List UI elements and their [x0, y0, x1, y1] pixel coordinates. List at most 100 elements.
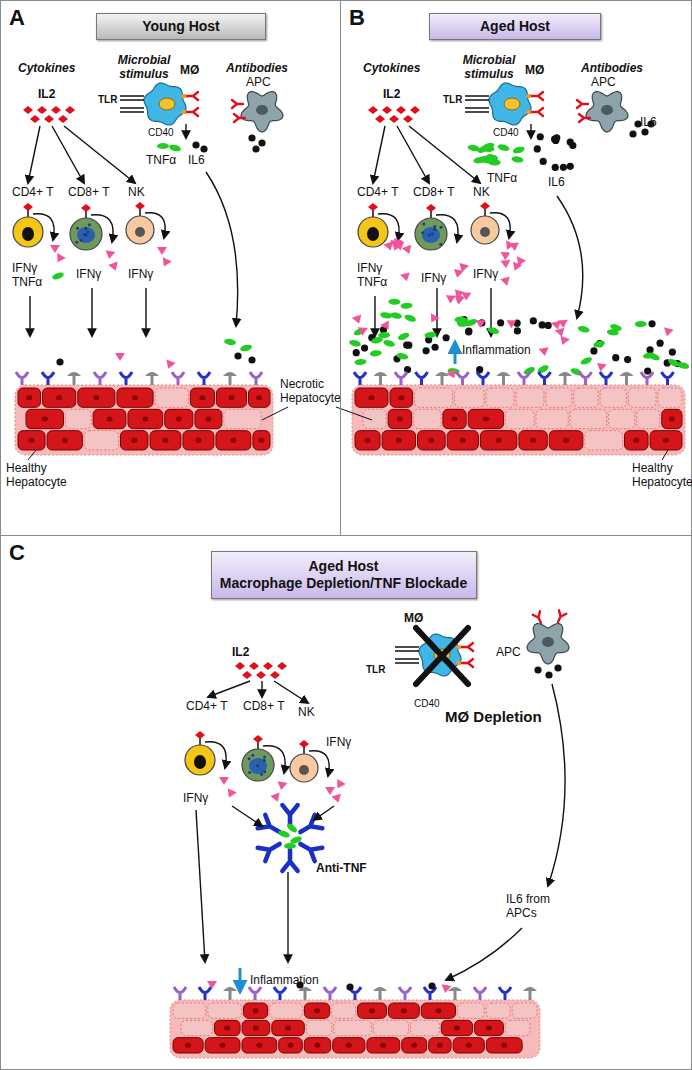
il2-molecule — [23, 106, 33, 114]
granule — [84, 227, 87, 230]
hepatocyte — [662, 409, 682, 428]
il6-molecule — [497, 319, 504, 326]
antibody-arm — [579, 114, 590, 122]
il2-receptor — [139, 209, 141, 216]
ifn-molecule — [157, 247, 167, 255]
hepatocyte — [388, 1003, 419, 1018]
il6-molecule — [537, 133, 544, 140]
tnf-molecule — [396, 352, 409, 360]
arrow — [208, 681, 250, 697]
granule — [440, 226, 443, 229]
cytokine-receptor — [600, 372, 612, 385]
label: MØ Depletion — [445, 708, 542, 725]
hepatocyte — [253, 431, 270, 450]
il2-receptor — [199, 738, 201, 745]
nucleus — [299, 765, 309, 775]
cytokine-receptor — [274, 987, 286, 1000]
macrophage — [489, 83, 531, 125]
il6-molecule — [403, 341, 410, 348]
il6-molecule — [612, 354, 619, 361]
tnf-molecule — [482, 142, 495, 151]
il2-molecule — [277, 662, 287, 670]
il2-molecule — [81, 204, 91, 212]
hepatic-tissue — [170, 1000, 540, 1058]
tnf-molecule — [487, 326, 500, 335]
ifn-molecule — [445, 295, 455, 304]
label: CD40 — [148, 127, 174, 139]
ifn-molecule — [558, 336, 570, 347]
cytokine-receptor — [16, 372, 28, 385]
cytokine-receptor — [249, 987, 261, 1000]
label: NK — [128, 186, 145, 200]
lymphocyte — [290, 754, 318, 782]
panel-frame: CAged HostMacrophage Depletion/TNF Block… — [0, 535, 692, 1070]
antibody-arm — [532, 92, 543, 100]
ifn-molecule — [270, 792, 282, 803]
tnf-molecule — [635, 321, 647, 327]
hepatocyte — [549, 431, 583, 450]
label: MØ — [180, 64, 199, 78]
il6-molecule — [646, 346, 653, 353]
tnf-molecule — [369, 350, 382, 358]
il6-molecule — [644, 367, 651, 374]
arrow — [436, 215, 458, 242]
hepatocyte — [183, 431, 214, 450]
hepatocyte — [195, 409, 222, 428]
hepatocyte — [441, 1020, 472, 1035]
tnf-molecule — [388, 299, 400, 305]
nucleus — [199, 395, 205, 400]
nucleus — [452, 417, 458, 422]
cytokine-receptor — [174, 987, 186, 1000]
tnf-molecule — [580, 356, 593, 367]
hepatocyte — [190, 388, 214, 407]
leader-line — [262, 407, 288, 420]
tnf-molecule — [354, 359, 366, 366]
nucleus — [633, 438, 639, 443]
cytokine-receptor — [223, 987, 237, 991]
apc-cell — [527, 623, 569, 664]
label: CD8+ T — [413, 186, 454, 200]
arrow — [206, 172, 238, 326]
arrow — [64, 126, 135, 183]
label: CD40 — [493, 127, 519, 139]
nucleus — [563, 438, 569, 443]
granule — [248, 757, 251, 760]
cytokine-receptor — [625, 375, 628, 385]
cytokine-receptor — [454, 990, 457, 1000]
nucleus — [542, 637, 554, 647]
antibody-arm — [232, 100, 243, 108]
il2-molecule — [382, 106, 392, 114]
ifn-molecule — [164, 359, 176, 370]
necrotic-hepatocyte — [486, 1003, 510, 1018]
tnf-molecule — [390, 312, 403, 320]
hepatocyte — [47, 431, 82, 450]
necrotic-hepatocyte — [536, 409, 568, 428]
label: Inflammation — [462, 344, 531, 358]
tnf-molecule — [609, 323, 622, 332]
nucleus — [380, 1043, 386, 1048]
antibody — [577, 100, 588, 108]
antibody — [533, 611, 545, 624]
ifn-molecule — [662, 327, 674, 337]
nucleus — [435, 1008, 441, 1013]
nucleus — [398, 395, 404, 400]
nucleus — [437, 1043, 443, 1048]
tnf-molecule — [157, 143, 169, 149]
hepatic-tissue — [15, 385, 273, 455]
hepatocyte — [26, 409, 63, 428]
nucleus — [253, 1008, 259, 1013]
label: IL6 from APCs — [506, 893, 570, 921]
necrotic-hepatocyte — [270, 1003, 303, 1018]
title-text: Aged Host — [309, 558, 379, 576]
nucleus — [253, 1026, 259, 1031]
hepatocyte — [355, 388, 388, 407]
hepatocyte — [443, 409, 466, 428]
lymphocyte — [126, 216, 154, 244]
cytokine-receptor — [73, 375, 76, 385]
antibody-arm — [187, 108, 198, 116]
label: TNFα — [487, 172, 517, 186]
ifn-molecule — [224, 788, 236, 799]
nucleus — [185, 1043, 191, 1048]
hepatocyte — [42, 388, 75, 407]
